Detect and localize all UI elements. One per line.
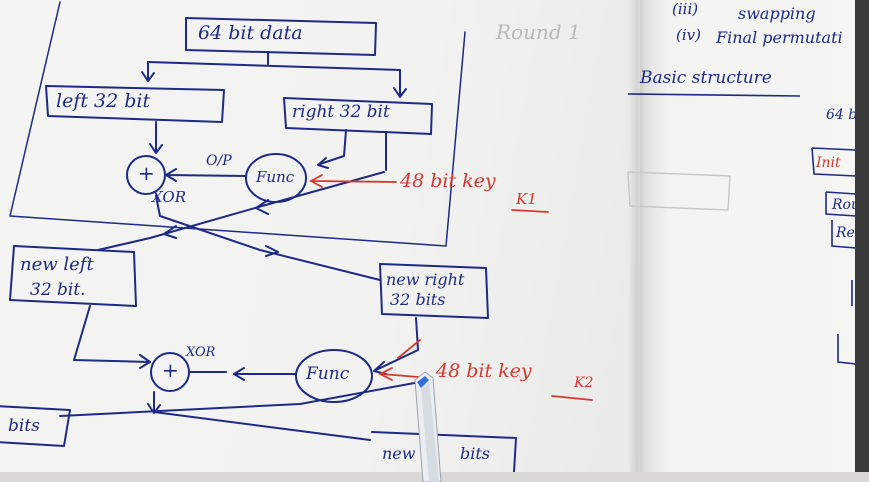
new-right-line2: 32 bits: [390, 290, 446, 309]
right-box-label: right 32 bit: [292, 102, 390, 122]
new-right-box: [379, 263, 489, 319]
notes-item-iii-num: (iii): [672, 0, 699, 18]
notes-item-iv-num: (iv): [676, 26, 701, 44]
bottom-cross-1: [153, 411, 371, 441]
data-box: [185, 17, 377, 56]
new-right-line1: new right: [386, 270, 465, 289]
xor-2-label: XOR: [186, 345, 216, 360]
notebook-left-page: [0, 0, 640, 472]
func2-to-xor2: [189, 367, 297, 381]
right-cut-box-1: [811, 147, 857, 177]
left-box: [45, 85, 225, 123]
left-to-xor: [149, 121, 163, 154]
xor-1-label: XOR: [152, 188, 187, 206]
bottom-left-box: [0, 405, 71, 447]
notes-item-iv-text: Final permutati: [716, 28, 843, 47]
cross-arrows: [163, 199, 279, 257]
faint-box: [627, 171, 731, 211]
notes-underline: [627, 93, 801, 97]
output-label: O/P: [206, 153, 232, 169]
edge-shadow: [855, 0, 869, 472]
notes-cut-3: Rou: [832, 197, 860, 213]
xor-plus-1: +: [138, 161, 155, 185]
new-left-line2: 32 bit.: [30, 280, 86, 300]
arrow-to-left: [141, 61, 155, 82]
new-left-line1: new left: [20, 254, 94, 275]
key-1-label: 48 bit key: [400, 170, 496, 192]
key1-underline: [511, 209, 549, 213]
key-2-sub: K2: [574, 375, 594, 391]
notes-item-iii-text: swapping: [738, 4, 816, 23]
func-2-ellipse: [295, 349, 373, 403]
right-to-func: [317, 129, 347, 169]
feistel-diagram-ink: [0, 1, 857, 472]
right-cut-box-2: [825, 191, 857, 249]
notebook-gutter: [628, 0, 646, 472]
round-frame: [9, 1, 466, 247]
notes-heading: Basic structure: [640, 68, 772, 88]
key-1-sub: K1: [516, 190, 537, 208]
notes-cut-4: Re: [836, 225, 855, 241]
key1-arrow: [309, 174, 397, 188]
bottom-right-box-label-1: new: [382, 444, 416, 463]
data-box-label: 64 bit data: [198, 22, 303, 44]
notes-cut-2: Init: [816, 155, 841, 171]
right-cut-box-3: [837, 280, 857, 365]
key2-arrow-2: [397, 339, 421, 359]
bottom-cross-2: [59, 381, 421, 417]
xor2-down: [147, 391, 161, 414]
right-box: [283, 97, 433, 135]
split-line: [147, 51, 401, 71]
bottom-right-box-label-2: bits: [460, 444, 490, 463]
func-2-label: Func: [306, 364, 350, 384]
func1-to-xor: [165, 168, 247, 182]
left-box-label: left 32 bit: [56, 90, 151, 112]
round-label: Round 1: [496, 20, 581, 44]
arrow-to-right: [393, 69, 407, 98]
key-2-label: 48 bit key: [436, 360, 532, 382]
notebook-right-page: [640, 0, 869, 472]
pen-icon: [414, 372, 442, 482]
key2-underline: [551, 395, 593, 401]
newleft-to-xor2: [73, 305, 151, 369]
new-left-box: [9, 245, 137, 307]
cross-left-to-right: [155, 195, 381, 281]
xor-plus-2: +: [162, 358, 179, 382]
cross-right-to-left: [97, 171, 385, 251]
func-1-label: Func: [256, 168, 295, 186]
bottom-left-box-label: bits: [8, 416, 40, 436]
notes-cut-1: 64 b: [826, 107, 858, 123]
